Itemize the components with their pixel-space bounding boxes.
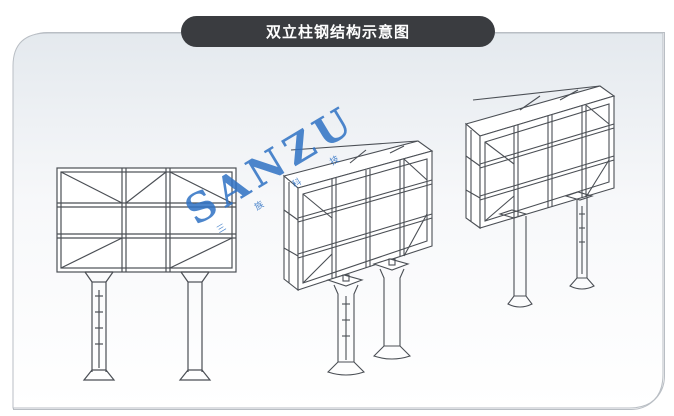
perspective-frame-separate-columns xyxy=(282,140,434,376)
perspective-frame-mounted xyxy=(464,85,616,308)
page-title: 双立柱钢结构示意图 xyxy=(181,16,495,47)
front-view-frame xyxy=(56,167,237,381)
